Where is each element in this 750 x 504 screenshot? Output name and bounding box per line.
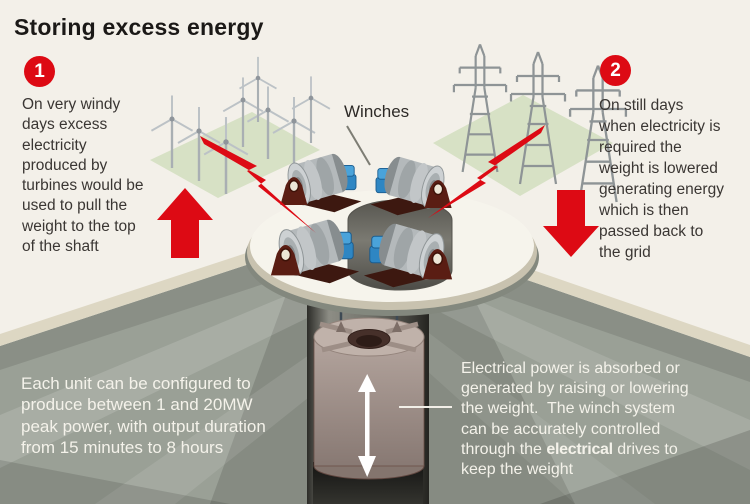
power-note-emphasis: electrical [546,440,613,458]
lightning-bolt-icon [428,125,545,218]
capacity-note: Each unit can be configured to produce b… [21,374,266,457]
ground-bevel-edge [0,213,750,357]
winches-leader-line [346,125,371,166]
step-2-number: 2 [610,59,621,81]
power-note-part2: drives to keep the weight [461,440,678,479]
power-control-note: Electrical power is absorbed or generate… [461,359,689,480]
power-note-part1: Electrical power is absorbed or generate… [461,360,689,458]
down-arrow-icon [543,190,599,257]
lightning-bolt-icon [200,136,316,233]
up-arrow-icon [157,188,213,258]
page-title: Storing excess energy [14,14,264,40]
step-1-description: On very windy days excess electricity pr… [22,96,144,256]
step-2-badge: 2 [600,55,631,86]
up-down-arrow-icon [358,374,376,477]
step-1-badge: 1 [24,56,55,87]
winches-label: Winches [344,102,410,121]
step-2-description: On still days when electricity is requir… [599,97,724,261]
step-1-number: 1 [34,60,45,82]
